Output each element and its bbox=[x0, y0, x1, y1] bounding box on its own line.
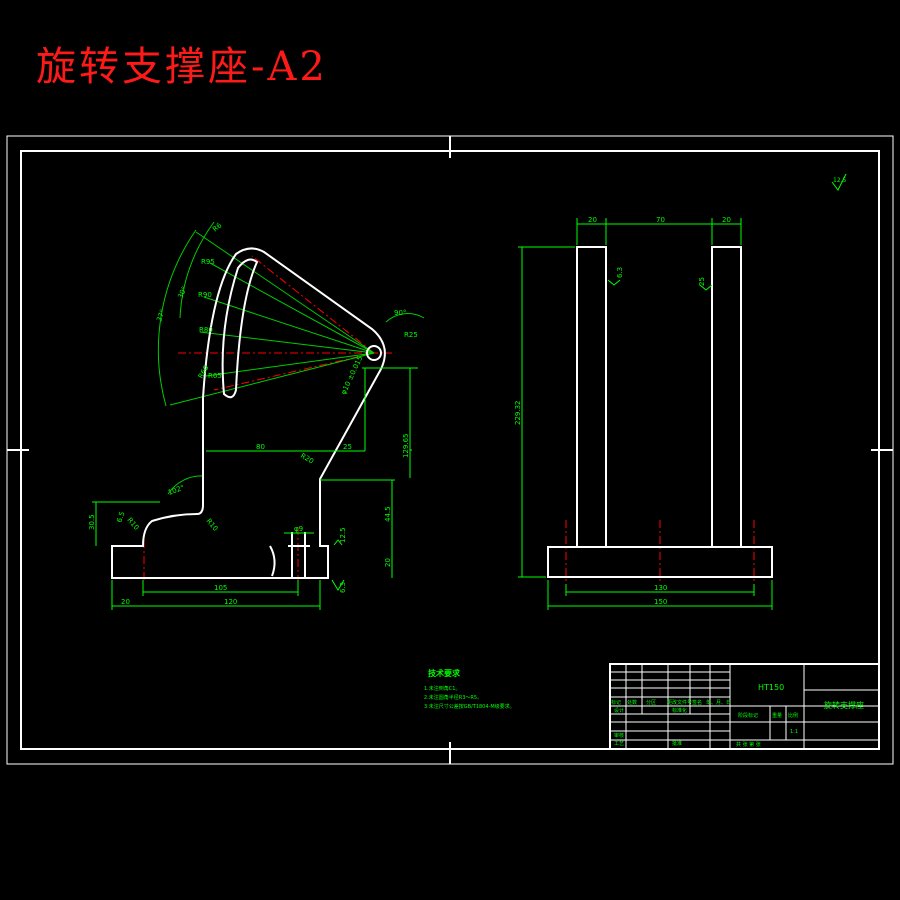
centering-marks bbox=[7, 136, 893, 764]
side-roughness-b: 25 bbox=[698, 277, 706, 286]
side-dim-150: 150 bbox=[654, 598, 667, 606]
tb-approve: 批准 bbox=[672, 740, 682, 747]
dim-angle-90: 90° bbox=[394, 309, 406, 317]
dim-20-right: 20 bbox=[384, 558, 392, 567]
dim-25: 25 bbox=[343, 443, 352, 451]
tb-part-name: 旋转支撑座 bbox=[824, 700, 864, 710]
front-angle-arcs bbox=[157, 221, 425, 495]
drawing-title: 旋转支撑座-A2 bbox=[36, 44, 328, 90]
front-roughness-symbols bbox=[331, 539, 345, 591]
dim-r10-a: R10 bbox=[125, 516, 140, 532]
dim-angle-37: 37° bbox=[155, 308, 167, 322]
side-outline bbox=[547, 246, 773, 578]
dim-phi9: φ9 bbox=[294, 525, 303, 533]
tb-review: 审核 bbox=[614, 732, 624, 739]
side-dim-20-left: 20 bbox=[588, 216, 597, 224]
notes-heading: 技术要求 bbox=[428, 668, 461, 678]
tb-design: 设计 bbox=[614, 707, 624, 714]
tb-stage: 阶段标记 bbox=[738, 712, 758, 719]
note-3: 3.未注尺寸公差按GB/T1804-M级要求。 bbox=[424, 703, 515, 710]
corner-roughness: 12.5 bbox=[831, 173, 847, 191]
dim-6-5: 6.5 bbox=[115, 510, 126, 523]
front-centerlines bbox=[143, 255, 392, 585]
note-1: 1.未注倒角C1。 bbox=[424, 685, 460, 692]
tb-scale-value: 1:1 bbox=[790, 729, 798, 735]
roughness-front-a: 6.3 bbox=[339, 582, 347, 593]
tb-process: 工艺 bbox=[614, 741, 624, 747]
roughness-front-b: 12.5 bbox=[339, 527, 347, 543]
tb-label-mark: 标记 bbox=[611, 699, 621, 706]
dim-r10-b: R10 bbox=[204, 517, 219, 533]
technical-notes: 技术要求 1.未注倒角C1。 2.未注圆角半径R3～R5。 3.未注尺寸公差按G… bbox=[424, 668, 515, 710]
dim-44: 44.5 bbox=[384, 506, 392, 522]
dim-r25: R25 bbox=[404, 331, 418, 339]
dim-105: 105 bbox=[214, 584, 227, 592]
side-dim-20-right: 20 bbox=[722, 216, 731, 224]
dim-20-left: 20 bbox=[121, 598, 130, 606]
dim-angle-30: 30° bbox=[177, 285, 189, 300]
title-block: 标记 处数 分区 更改文件号 签名 年、月、日 设计 标准化 审核 工艺 批准 … bbox=[609, 663, 880, 750]
front-radial-lines bbox=[169, 231, 375, 406]
dim-r90: R90 bbox=[198, 291, 212, 299]
dim-r95: R95 bbox=[201, 258, 215, 266]
tb-weight: 重量 bbox=[772, 712, 782, 719]
tb-scale: 比例 bbox=[788, 712, 798, 719]
side-dim-130: 130 bbox=[654, 584, 667, 592]
drawing-frame bbox=[20, 150, 880, 750]
tb-label-date: 年、月、日 bbox=[706, 699, 731, 706]
side-centerlines bbox=[565, 520, 755, 584]
front-outline bbox=[111, 247, 386, 579]
dim-r65: R65 bbox=[208, 372, 222, 380]
front-view: 37° 30° R6 R95 R90 R80 R65 R60 90° R25 φ… bbox=[88, 221, 425, 610]
dim-30-5: 30.5 bbox=[88, 514, 96, 530]
tb-label-zone: 分区 bbox=[646, 699, 656, 706]
dim-120: 120 bbox=[224, 598, 237, 606]
tb-label-change: 更改文件号 bbox=[667, 699, 692, 706]
tb-material: HT150 bbox=[758, 683, 784, 692]
dim-angle-102: 102° bbox=[167, 484, 186, 497]
side-dim-70: 70 bbox=[656, 216, 665, 224]
front-dim-lines bbox=[92, 367, 418, 610]
tb-sheets: 共 张 第 张 bbox=[736, 741, 761, 748]
tb-label-sign: 签名 bbox=[692, 699, 702, 706]
side-view: 20 70 20 229.32 130 150 6.3 25 bbox=[514, 216, 773, 610]
side-roughness-a: 6.3 bbox=[616, 267, 624, 278]
dim-129: 129.65 bbox=[402, 434, 410, 459]
corner-roughness-value: 12.5 bbox=[833, 177, 847, 184]
tb-label-count: 处数 bbox=[627, 699, 637, 706]
dim-80: 80 bbox=[256, 443, 265, 451]
dim-r80: R80 bbox=[199, 326, 213, 334]
tb-standardize: 标准化 bbox=[672, 707, 687, 714]
side-dim-lines bbox=[518, 218, 773, 610]
front-dim-texts: 37° 30° R6 R95 R90 R80 R65 R60 90° R25 φ… bbox=[88, 221, 418, 606]
side-dim-height: 229.32 bbox=[514, 401, 522, 426]
side-dim-texts: 20 70 20 229.32 130 150 6.3 25 bbox=[514, 216, 731, 606]
note-2: 2.未注圆角半径R3～R5。 bbox=[424, 694, 482, 701]
dim-r20: R20 bbox=[299, 452, 315, 466]
